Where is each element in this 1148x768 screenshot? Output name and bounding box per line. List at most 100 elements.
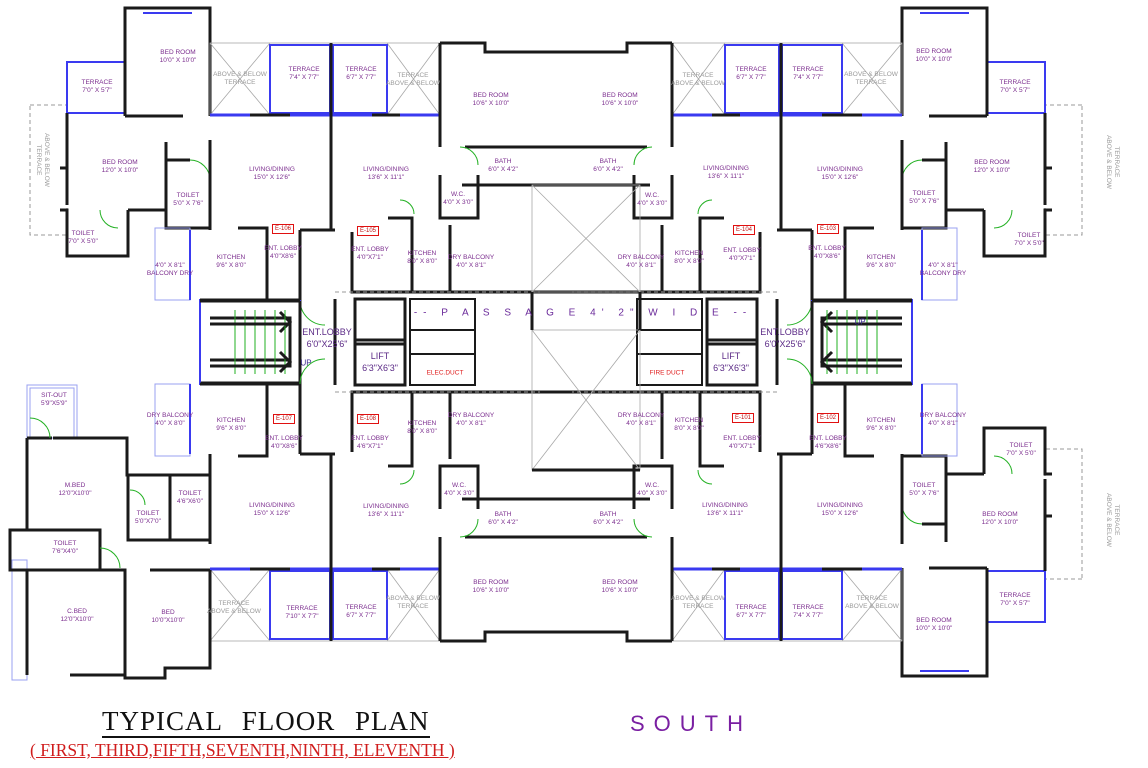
- room-name: BED ROOM: [974, 159, 1010, 166]
- room-name: TOILET: [912, 482, 936, 489]
- room-name: TERRACE: [682, 72, 714, 79]
- room-size: 4'0"X7'1": [357, 254, 383, 261]
- room-name: TERRACE: [735, 604, 767, 611]
- room-name: TERRACE: [288, 66, 320, 73]
- stair-up-label: UP: [300, 358, 312, 368]
- room-size: 9'6" X 8'0": [866, 425, 896, 432]
- room-name: TERRACE: [345, 604, 377, 611]
- room-size: 15'0" X 12'6": [821, 174, 859, 181]
- room-name: KITCHEN: [216, 254, 246, 261]
- room-size: 4'0" X 8'1": [456, 420, 486, 427]
- room-size: 7'0" X 5'7": [82, 87, 112, 94]
- room-size: 15'0" X 12'6": [821, 510, 859, 517]
- room-name: LIVING/DINING: [702, 502, 748, 509]
- room-size: 4'0" X 8'0": [155, 420, 185, 427]
- duct-label: FIRE DUCT: [649, 369, 685, 377]
- room-size: 12'0" X 10'0": [101, 167, 139, 174]
- room-size: 4'6"X6'0": [177, 498, 203, 505]
- room-name: BALCONY DRY: [919, 270, 967, 277]
- room-name: ABOVE & BELOW: [671, 595, 725, 602]
- room-size: 4'0"X7'1": [729, 255, 755, 262]
- room-size: 4'0" X 8'1": [928, 262, 958, 269]
- room-size: 4'0"X8'6": [270, 253, 296, 260]
- room-name: W.C.: [450, 191, 466, 198]
- room-name: TOILET: [1009, 442, 1033, 449]
- room-size: 12'0"X10'0": [60, 616, 94, 623]
- room-name: ENT.LOBBY: [302, 327, 352, 337]
- room-name: BED ROOM: [473, 579, 509, 586]
- room-size: 15'0" X 12'6": [253, 510, 291, 517]
- room-size: 7'0" X 5'0": [1006, 450, 1036, 457]
- room-name: BED ROOM: [160, 49, 196, 56]
- room-size: ABOVE & BELOW: [1105, 135, 1112, 189]
- room-size: 6'0"X25'6": [306, 339, 348, 349]
- room-name: ENT. LOBBY: [723, 247, 761, 254]
- room-name: KITCHEN: [407, 250, 437, 257]
- unit-number-tag: E-103: [816, 224, 840, 234]
- room-size: 7'0" X 5'7": [1000, 600, 1030, 607]
- room-name: TERRACE: [999, 79, 1031, 86]
- room-size: 6'3"X6'3": [362, 363, 398, 373]
- room-size: 9'6" X 8'0": [216, 425, 246, 432]
- room-size: 10'0" X 10'0": [915, 625, 953, 632]
- room-size: ABOVE & BELOW: [386, 80, 440, 87]
- room-size: 4'0" X 8'1": [626, 262, 656, 269]
- room-name: ABOVE & BELOW: [844, 71, 898, 78]
- room-name: BATH: [599, 158, 617, 165]
- room-size: 7'4" X 7'7": [793, 74, 823, 81]
- room-size: 6'0" X 4'2": [488, 166, 518, 173]
- room-size: 10'0" X 10'0": [159, 57, 197, 64]
- room-size: TERRACE: [224, 79, 256, 86]
- room-size: 7'4" X 7'7": [289, 74, 319, 81]
- room-size: 12'0"X10'0": [58, 490, 92, 497]
- room-size: 13'6" X 11'1": [367, 174, 405, 181]
- room-name: TOILET: [176, 192, 200, 199]
- room-size: 6'0"X25'6": [764, 339, 806, 349]
- room-name: BED ROOM: [916, 617, 952, 624]
- room-size: 7'10" X 7'7": [285, 613, 319, 620]
- unit-number-tag: E-105: [356, 226, 380, 236]
- room-name: LIVING/DINING: [817, 502, 863, 509]
- room-size: 6'7" X 7'7": [346, 74, 376, 81]
- unit-number-tag: E-102: [816, 413, 840, 423]
- room-name: KITCHEN: [216, 417, 246, 424]
- room-size: 7'0" X 5'0": [68, 238, 98, 245]
- room-name: ENT. LOBBY: [264, 245, 302, 252]
- room-name: KITCHEN: [674, 417, 704, 424]
- room-size: ABOVE & BELOW: [845, 603, 899, 610]
- room-name: BATH: [599, 511, 617, 518]
- room-size: 4'6"X7'1": [357, 443, 383, 450]
- room-size: 4'0"X7'1": [729, 443, 755, 450]
- room-name: BED ROOM: [916, 48, 952, 55]
- room-name: ENT. LOBBY: [723, 435, 761, 442]
